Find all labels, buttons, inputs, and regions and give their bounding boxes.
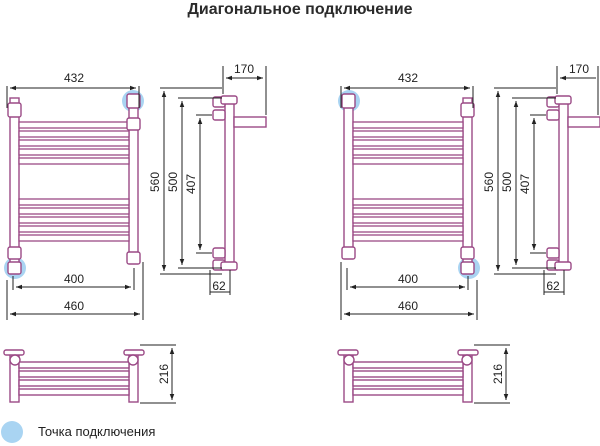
dim-bottom-width-right: 460 xyxy=(398,299,418,313)
dim-height-total-right: 560 xyxy=(482,172,496,192)
dim-height-mid-right: 500 xyxy=(500,172,514,192)
dim-mid-width-right: 400 xyxy=(398,272,418,286)
dim-height-total-left: 560 xyxy=(148,172,162,192)
side-view-right: 170 560 500 407 62 xyxy=(482,62,600,295)
dim-height-mid-left: 500 xyxy=(166,172,180,192)
front-view-left: 432 400 460 xyxy=(4,71,144,320)
rungs-right xyxy=(352,121,464,242)
legend-label: Точка подключения xyxy=(38,424,156,439)
dim-top-width-right: 432 xyxy=(398,71,418,85)
dim-height-inner-left: 407 xyxy=(184,174,198,194)
dim-wall-offset-left: 62 xyxy=(212,279,226,293)
top-view-left: 216 xyxy=(3,344,176,404)
dim-top-view-height-left: 216 xyxy=(157,364,171,384)
dim-height-inner-right: 407 xyxy=(518,174,532,194)
legend-connection-point-icon xyxy=(1,421,23,443)
page-title: Диагональное подключение xyxy=(187,1,413,18)
dim-top-view-height-right: 216 xyxy=(491,364,505,384)
rungs-left xyxy=(18,121,130,242)
dim-bottom-width-left: 460 xyxy=(64,299,84,313)
dim-top-width-left: 432 xyxy=(64,71,84,85)
dim-depth-right: 170 xyxy=(569,62,589,76)
side-view-left: 170 560 500 407 62 xyxy=(148,62,267,295)
dim-mid-width-left: 400 xyxy=(64,272,84,286)
dim-wall-offset-right: 62 xyxy=(546,279,560,293)
front-view-right: 432 400 460 xyxy=(338,71,480,320)
dim-depth-left: 170 xyxy=(234,62,254,76)
top-view-right: 216 xyxy=(337,344,510,404)
variant-left: 432 400 460 xyxy=(3,62,267,404)
variant-right: 432 400 460 xyxy=(337,62,600,404)
